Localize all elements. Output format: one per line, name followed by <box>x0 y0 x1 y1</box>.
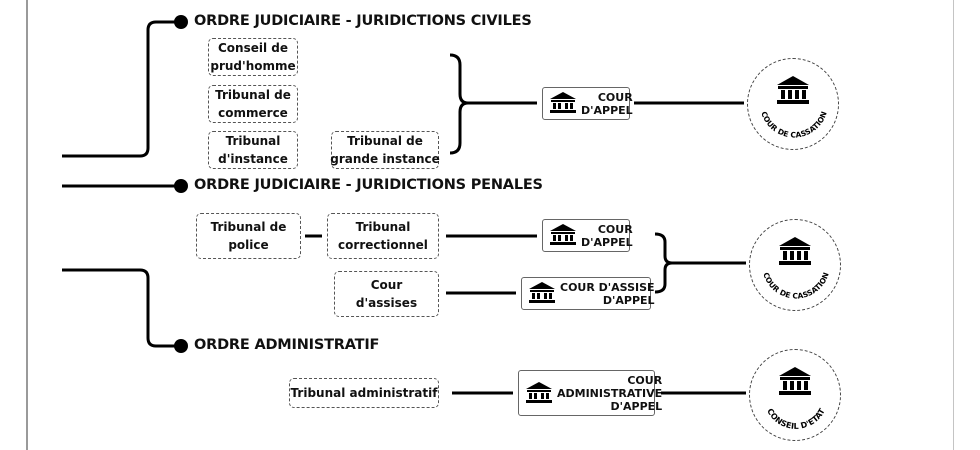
svg-text:COUR DE CASSATION: COUR DE CASSATION <box>761 271 831 300</box>
correctionnel-line2: correctionnel <box>338 238 428 252</box>
box-conseil-prudhomme: Conseil de prud'homme <box>208 38 298 76</box>
courthouse-icon <box>549 223 577 248</box>
instance-line2: d'instance <box>218 152 288 166</box>
box-tribunal-administratif: Tribunal administratif <box>289 378 439 408</box>
penal-cour-cassation: COUR DE CASSATION <box>749 219 841 311</box>
prudhomme-line1: Conseil de <box>217 41 288 55</box>
courthouse-icon <box>525 381 553 406</box>
civil-appel-line2: D'APPEL <box>581 103 633 117</box>
box-tribunal-police: Tribunal de police <box>196 213 301 259</box>
assise-appel-line2: D'APPEL <box>602 293 655 307</box>
courthouse-icon <box>549 91 577 116</box>
admin-appel-line3: D'APPEL <box>610 399 663 413</box>
conseil-etat: CONSEIL D'ETAT <box>749 349 841 441</box>
prudhomme-line2: prud'homme <box>210 59 296 73</box>
penal-bracket <box>654 232 673 294</box>
heading-penal: ORDRE JUDICIAIRE - JURIDICTIONS PENALES <box>194 177 543 193</box>
heading-civil: ORDRE JUDICIAIRE - JURIDICTIONS CIVILES <box>194 13 532 29</box>
right-frame-border <box>953 0 954 450</box>
commerce-line1: Tribunal de <box>215 88 291 102</box>
assises-line1: Cour <box>370 278 403 292</box>
penal-appel-line1: COUR <box>597 222 633 236</box>
tribunal-administratif-label: Tribunal administratif <box>290 386 438 400</box>
conseil-etat-label: CONSEIL D'ETAT <box>765 407 827 431</box>
svg-text:COUR DE CASSATION: COUR DE CASSATION <box>759 110 829 139</box>
civil-cassation-label: COUR DE CASSATION <box>759 110 829 139</box>
civil-node-dot <box>174 15 188 29</box>
admin-appel-line1: COUR <box>627 373 663 387</box>
commerce-line2: commerce <box>218 106 288 120</box>
trunk-to-civil <box>62 20 180 158</box>
courthouse-icon <box>528 281 556 306</box>
box-tribunal-instance: Tribunal d'instance <box>208 131 298 169</box>
trunk-to-admin <box>62 268 180 348</box>
civil-bracket <box>449 53 469 155</box>
box-tribunal-correctionnel: Tribunal correctionnel <box>327 213 439 259</box>
penal-cassation-label: COUR DE CASSATION <box>761 271 831 300</box>
courthouse-icon <box>778 366 812 400</box>
grande-line2: grande instance <box>330 152 440 166</box>
penal-appel-line2: D'APPEL <box>581 235 633 249</box>
box-cour-assises: Cour d'assises <box>334 271 439 317</box>
penal-node-dot <box>174 179 188 193</box>
box-tribunal-grande-instance: Tribunal de grande instance <box>330 131 440 169</box>
svg-text:CONSEIL D'ETAT: CONSEIL D'ETAT <box>765 407 827 431</box>
correctionnel-line1: Tribunal <box>355 220 411 234</box>
heading-admin: ORDRE ADMINISTRATIF <box>194 337 380 353</box>
grande-line1: Tribunal de <box>347 134 423 148</box>
courthouse-icon <box>776 75 810 109</box>
assise-appel-line1: COUR D'ASSISE <box>560 280 655 294</box>
police-line2: police <box>228 238 269 252</box>
admin-appel-line2: ADMINISTRATIVE <box>557 386 663 400</box>
box-tribunal-commerce: Tribunal de commerce <box>208 85 298 123</box>
assises-line2: d'assises <box>355 296 418 310</box>
admin-node-dot <box>174 339 188 353</box>
left-frame-border <box>26 0 28 450</box>
police-line1: Tribunal de <box>210 220 287 234</box>
civil-appel-line1: COUR <box>597 90 633 104</box>
instance-line1: Tribunal <box>225 134 281 148</box>
civil-cour-cassation: COUR DE CASSATION <box>747 58 839 150</box>
courthouse-icon <box>778 236 812 270</box>
